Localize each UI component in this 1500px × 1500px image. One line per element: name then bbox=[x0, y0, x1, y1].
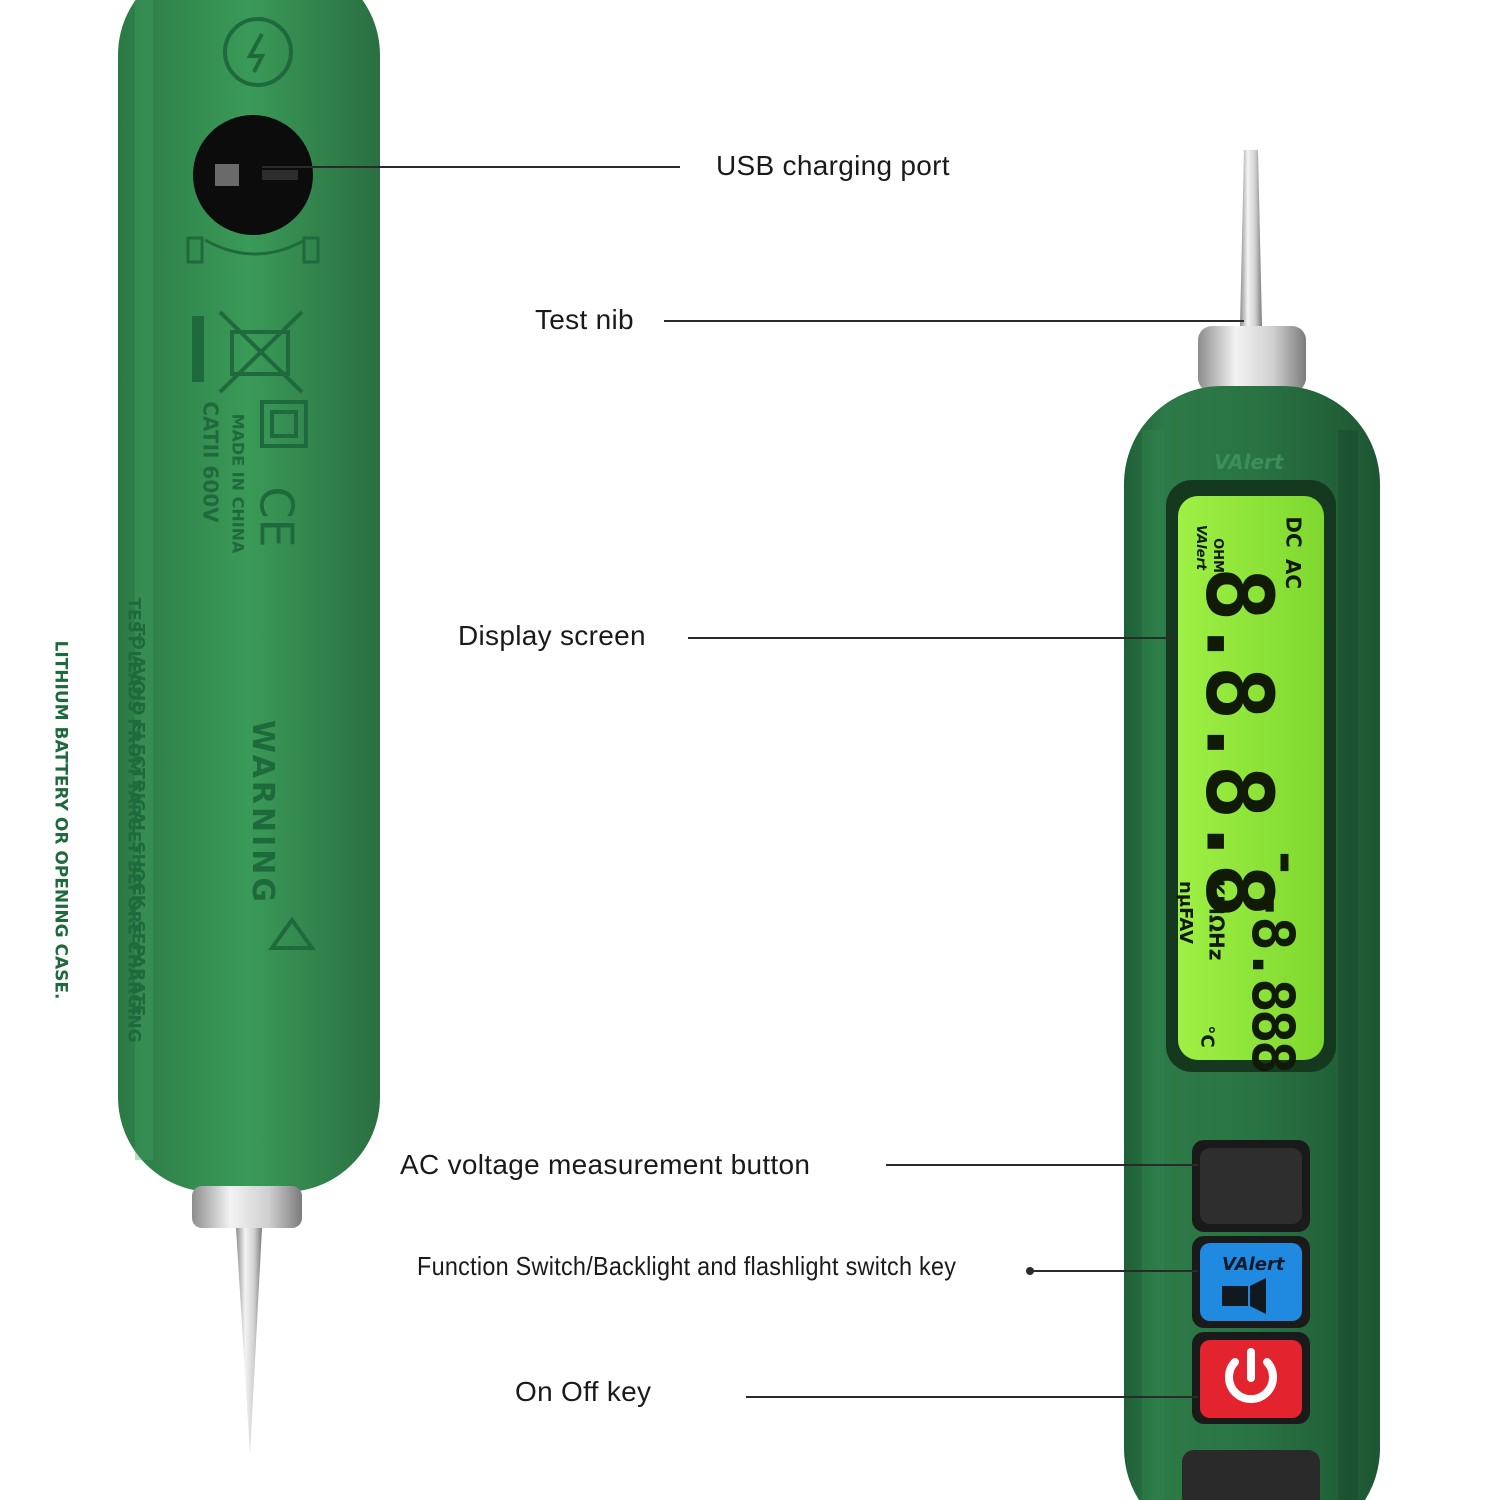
back-pen-collar bbox=[192, 1186, 302, 1228]
leader-ac bbox=[886, 1164, 1198, 1166]
leader-lines bbox=[262, 166, 1244, 1398]
made-in-text: MADE IN CHINA bbox=[228, 413, 248, 554]
front-test-nib bbox=[1240, 150, 1262, 326]
lcd-sub-reading: -8.888 bbox=[1238, 885, 1307, 1071]
weee-icon bbox=[218, 310, 304, 394]
callout-display-screen: Display screen bbox=[458, 620, 646, 651]
bottom-key bbox=[1182, 1450, 1320, 1500]
callout-usb-port: USB charging port bbox=[716, 150, 950, 181]
leader-on-off bbox=[746, 1396, 1198, 1398]
double-insulation-icon bbox=[260, 400, 308, 448]
warning-line-2: TEST LEADS FROM TARGET BEFORE CHARGING bbox=[123, 597, 144, 1043]
lcd-temp-unit: °C bbox=[1196, 1025, 1218, 1048]
front-pen bbox=[1124, 150, 1380, 1500]
callout-ac-button: AC voltage measurement button bbox=[400, 1149, 811, 1180]
lcd-units-row2: nμFAV bbox=[1174, 881, 1196, 944]
back-test-nib bbox=[236, 1228, 262, 1455]
leader-display bbox=[688, 637, 1178, 639]
callout-on-off-key: On Off key bbox=[515, 1376, 652, 1407]
warning-line-3: LITHIUM BATTERY OR OPENING CASE. bbox=[50, 640, 71, 1000]
lcd-brand: VAlert bbox=[1193, 524, 1209, 571]
leader-nib bbox=[664, 320, 1244, 322]
leader-function bbox=[1030, 1270, 1198, 1272]
front-brand-logo: VAlert bbox=[1214, 450, 1284, 474]
callout-function-key: Function Switch/Backlight and flashlight… bbox=[417, 1251, 957, 1281]
lightning-icon bbox=[223, 17, 293, 87]
front-pen-collar bbox=[1198, 326, 1306, 392]
warning-triangle-icon bbox=[268, 916, 316, 950]
usb-port bbox=[193, 115, 313, 235]
lcd-sign: - bbox=[1254, 845, 1320, 880]
callout-test-nib: Test nib bbox=[535, 304, 634, 335]
lcd-screen bbox=[1178, 496, 1324, 1060]
lcd-mode-dc: DC bbox=[1281, 516, 1306, 548]
function-key-logo: VAlert bbox=[1222, 1254, 1285, 1275]
power-icon bbox=[1225, 1348, 1277, 1404]
lcd-units-row1: KMΩHz bbox=[1204, 879, 1229, 961]
leader-usb bbox=[262, 166, 680, 168]
back-pen bbox=[118, 0, 380, 1455]
back-pen-body bbox=[118, 0, 380, 1192]
rating-text: CATII 600V bbox=[198, 401, 223, 523]
warning-title: WARNING bbox=[245, 719, 281, 906]
ce-mark: CE bbox=[249, 486, 304, 548]
